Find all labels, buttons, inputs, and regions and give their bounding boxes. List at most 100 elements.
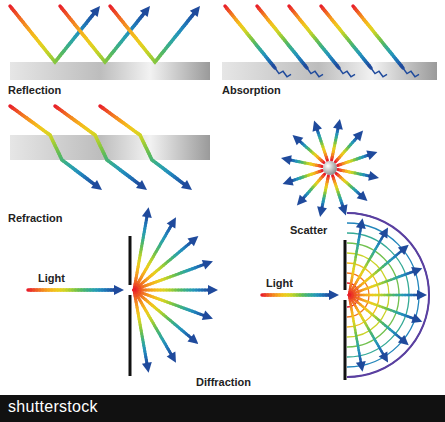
light-ray [10, 6, 100, 62]
light-ray [283, 171, 323, 186]
arrowhead [317, 206, 327, 217]
light-ray [134, 285, 218, 295]
arrowhead [202, 311, 213, 320]
arrowhead [142, 207, 152, 218]
ray-segment [337, 66, 339, 68]
watermark-bar [0, 395, 445, 422]
ray-segment [369, 66, 371, 68]
light-ray [281, 155, 322, 166]
arrowhead [114, 285, 124, 295]
light-ray [289, 6, 339, 68]
arrowhead [181, 180, 192, 190]
panel-label: Refraction [8, 212, 62, 225]
light-ray [353, 6, 403, 68]
light-ray [134, 290, 213, 320]
light-ray [134, 207, 152, 290]
arrowhead [398, 245, 409, 255]
reflection-slab [10, 62, 210, 80]
scatter-particle [323, 161, 337, 175]
absorbed-wave [403, 68, 419, 77]
light-ray [317, 176, 328, 217]
light-ray [257, 6, 307, 68]
arrowhead [411, 314, 422, 323]
arrowhead [297, 195, 307, 206]
light-ray [349, 295, 366, 372]
arrowhead [293, 135, 304, 145]
arrowhead [167, 352, 176, 363]
light-ray [55, 106, 147, 190]
watermark: shutterstock [8, 398, 98, 416]
arrowhead [167, 217, 176, 228]
light-ray [338, 151, 378, 166]
arrowhead [356, 361, 366, 372]
light-ray [134, 236, 198, 290]
arrowhead [140, 6, 150, 17]
wavefront [347, 253, 389, 337]
light-ray [225, 6, 275, 68]
light-ray [293, 135, 324, 163]
arrowhead [417, 290, 427, 300]
light-ray [332, 119, 343, 160]
light-ray [349, 295, 388, 363]
arrowhead [398, 335, 409, 345]
light-ray [134, 290, 198, 344]
arrowhead [202, 260, 213, 269]
light-ray [297, 174, 325, 205]
diffraction-barrier [344, 240, 347, 290]
arrowhead [283, 176, 294, 185]
diffraction-barrier [129, 236, 132, 285]
light-ray [335, 131, 363, 162]
light-ray [60, 6, 150, 62]
arrowhead [90, 6, 100, 17]
arrowhead [208, 285, 218, 295]
absorbed-wave [275, 68, 291, 77]
panel-label: Diffraction [196, 376, 251, 389]
light-ray [110, 6, 200, 62]
arrowhead [368, 171, 379, 181]
arrowhead [357, 191, 368, 201]
arrowhead [136, 180, 147, 190]
arrowhead [313, 121, 322, 132]
panel-label: Reflection [8, 84, 61, 97]
ray-segment [273, 66, 275, 68]
ray-segment [305, 66, 307, 68]
light-ray [134, 260, 213, 290]
arrowhead [356, 218, 366, 229]
light-ray [313, 121, 328, 161]
arrowhead [91, 180, 102, 190]
arrowhead [353, 131, 363, 142]
arrowhead [187, 236, 198, 246]
diffraction-barrier [344, 300, 347, 380]
light-label: Light [266, 277, 293, 290]
light-ray [349, 290, 427, 300]
wavefront [347, 233, 409, 357]
wavefront [347, 273, 369, 317]
wavefront [347, 213, 429, 377]
panel-label: Scatter [290, 224, 327, 237]
light-ray [100, 106, 192, 190]
light-ray [262, 290, 339, 300]
light-label: Light [38, 272, 65, 285]
arrowhead [379, 227, 388, 238]
wavefront [347, 263, 379, 327]
arrowhead [190, 6, 200, 17]
absorbed-wave [339, 68, 355, 77]
light-ray [349, 295, 409, 345]
absorption-slab [222, 62, 437, 80]
arrowhead [411, 267, 422, 276]
light-ray [349, 267, 422, 295]
refraction-slab [10, 135, 210, 160]
panel-label: Absorption [222, 84, 281, 97]
light-ray [134, 290, 176, 363]
light-ray [338, 170, 379, 181]
absorbed-wave [371, 68, 387, 77]
light-ray [349, 218, 366, 295]
arrowhead [338, 204, 347, 215]
arrowhead [142, 362, 152, 373]
absorbed-wave [307, 68, 323, 77]
light-ray [134, 290, 152, 373]
wavefront [347, 243, 399, 347]
wavefront [347, 213, 429, 377]
arrowhead [379, 351, 388, 362]
